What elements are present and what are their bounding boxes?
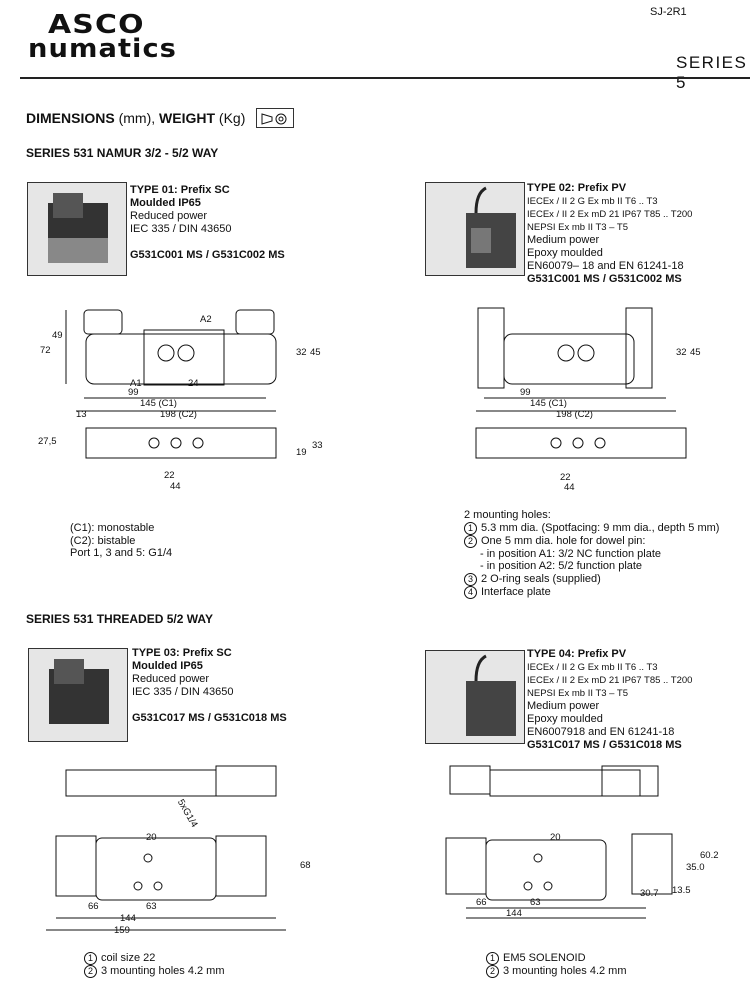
dim-68: 68 — [300, 860, 311, 871]
dim-72: 72 — [40, 345, 51, 356]
dim-19: 19 — [296, 447, 307, 458]
dim-198: 198 (C2) — [160, 409, 197, 420]
logo-line2: numatics — [28, 34, 177, 64]
dim-35: 35.0 — [686, 862, 705, 873]
dim-99b: 99 — [520, 387, 531, 398]
drawing-type03 — [46, 765, 286, 931]
dim-27-5: 27,5 — [38, 436, 57, 447]
dim-32: 32 — [296, 347, 307, 358]
dim-198b: 198 (C2) — [556, 409, 593, 420]
dim-44: 44 — [170, 481, 181, 492]
dim-145b: 145 (C1) — [530, 398, 567, 409]
type03-photo — [28, 648, 128, 742]
dim-60: 60.2 — [700, 850, 719, 861]
type02-photo — [425, 182, 525, 276]
section-title-threaded: SERIES 531 THREADED 5/2 WAY — [26, 612, 213, 626]
type01-photo — [27, 182, 127, 276]
dim-22: 22 — [164, 470, 175, 481]
dim-20: 20 — [146, 832, 157, 843]
dim-45: 45 — [310, 347, 321, 358]
dim-144: 144 — [120, 913, 136, 924]
drawing-type02 — [475, 307, 687, 459]
dim-159: 159 — [114, 925, 130, 936]
section-title-namur: SERIES 531 NAMUR 3/2 - 5/2 WAY — [26, 146, 219, 160]
dim-63b: 63 — [530, 897, 541, 908]
dim-144b: 144 — [506, 908, 522, 919]
dim-66: 66 — [88, 901, 99, 912]
dim-99: 99 — [128, 387, 139, 398]
dim-30: 30.7 — [640, 888, 659, 899]
projection-symbol-icon — [256, 108, 294, 128]
label-a2: A2 — [200, 314, 212, 325]
dim-66b: 66 — [476, 897, 487, 908]
dim-24: 24 — [188, 378, 199, 389]
doc-code: SJ-2R1 — [650, 6, 687, 18]
drawing-type04 — [445, 765, 673, 919]
dim-32b: 32 — [676, 347, 687, 358]
type04-photo — [425, 650, 525, 744]
label-a1: A1 — [130, 378, 142, 389]
dim-63: 63 — [146, 901, 157, 912]
dim-22b: 22 — [560, 472, 571, 483]
drawing-type01 — [65, 309, 277, 459]
dim-49: 49 — [52, 330, 63, 341]
page-title: DIMENSIONS (mm), WEIGHT (Kg) — [26, 110, 246, 126]
dim-44b: 44 — [564, 482, 575, 493]
dim-33: 33 — [312, 440, 323, 451]
logo-line1: ASCO — [48, 10, 145, 40]
header-divider — [20, 77, 750, 79]
series-label: SERIES 5 — [676, 53, 748, 92]
dim-45b: 45 — [690, 347, 701, 358]
dim-13: 13 — [76, 409, 87, 420]
dim-145: 145 (C1) — [140, 398, 177, 409]
dim-13-5: 13.5 — [672, 885, 691, 896]
dim-20b: 20 — [550, 832, 561, 843]
